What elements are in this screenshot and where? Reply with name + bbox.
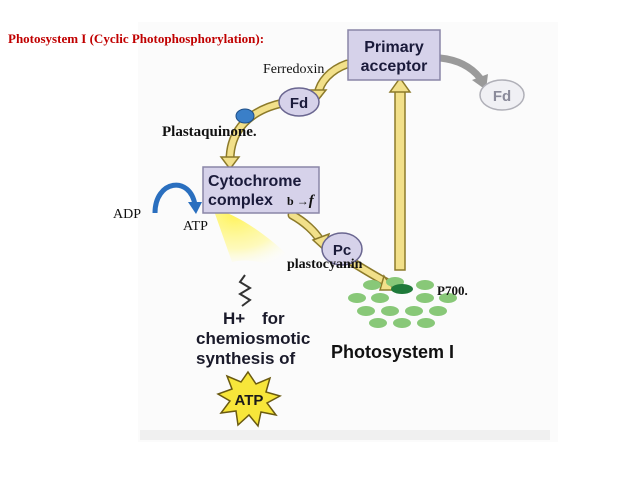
ps-unit — [416, 280, 434, 290]
fd-faded-label: Fd — [493, 88, 511, 105]
ferredoxin-label: Ferredoxin — [263, 62, 325, 77]
primary-acceptor-box — [347, 29, 441, 81]
atp-star-label: ATP — [235, 392, 264, 409]
hplus-for-label: for — [262, 309, 285, 328]
photosystem-cluster — [348, 277, 457, 328]
primary-acceptor-line1: Primary — [364, 39, 424, 56]
primary-acceptor-line2: acceptor — [361, 58, 428, 75]
plastocyanin-label: plastocyanin — [287, 257, 363, 272]
pc-node — [321, 232, 363, 266]
fd-label: Fd — [290, 95, 308, 112]
arrow-text: → — [296, 194, 309, 208]
background-shadow — [140, 430, 550, 440]
ps-unit — [357, 306, 375, 316]
ps-unit — [405, 306, 423, 316]
ps-unit — [363, 280, 381, 290]
ps-unit — [439, 293, 457, 303]
ps-unit — [429, 306, 447, 316]
energy-glow — [213, 208, 300, 272]
p700-label: P700. — [437, 283, 468, 298]
b-text: b — [287, 194, 294, 208]
cytochrome-line2: complex — [208, 192, 273, 209]
ps-unit — [348, 293, 366, 303]
plastoquinone-label: Plastaquinone. — [162, 124, 257, 140]
adp-atp-arrowhead — [188, 202, 202, 214]
ps-unit — [381, 306, 399, 316]
page-title: Photosystem I (Cyclic Photophosphorylati… — [8, 31, 265, 46]
ps-unit — [416, 293, 434, 303]
vertical-arrow-head — [388, 76, 412, 93]
ps-unit — [417, 318, 435, 328]
proton-bolt — [238, 274, 252, 307]
arrowhead-to-cyto — [219, 156, 241, 171]
fd-node — [278, 87, 320, 117]
atp-star — [216, 370, 282, 428]
b-to-f-label: b →f — [287, 193, 314, 210]
p700-center — [391, 284, 413, 294]
fd-faded-node — [479, 79, 525, 111]
pc-label: Pc — [333, 242, 351, 259]
cytochrome-line1: Cytochrome — [208, 173, 301, 190]
atp-label: ATP — [183, 219, 208, 234]
adp-atp-arrow — [152, 182, 198, 214]
photosystem-label: Photosystem I — [331, 342, 454, 362]
f-text: f — [308, 193, 314, 209]
chemiosmotic-label: chemiosmotic — [196, 329, 310, 348]
hplus-label: H+ — [223, 309, 245, 328]
ps-unit — [371, 293, 389, 303]
adp-label: ADP — [113, 207, 142, 222]
synthesis-label: synthesis of — [196, 349, 296, 368]
arrow-to-faded-fd — [436, 54, 484, 82]
ps-unit — [369, 318, 387, 328]
vertical-arrow-shaft — [394, 87, 406, 271]
cytochrome-box — [202, 166, 320, 214]
ps-unit — [393, 318, 411, 328]
plastoquinone-dot — [235, 108, 255, 124]
